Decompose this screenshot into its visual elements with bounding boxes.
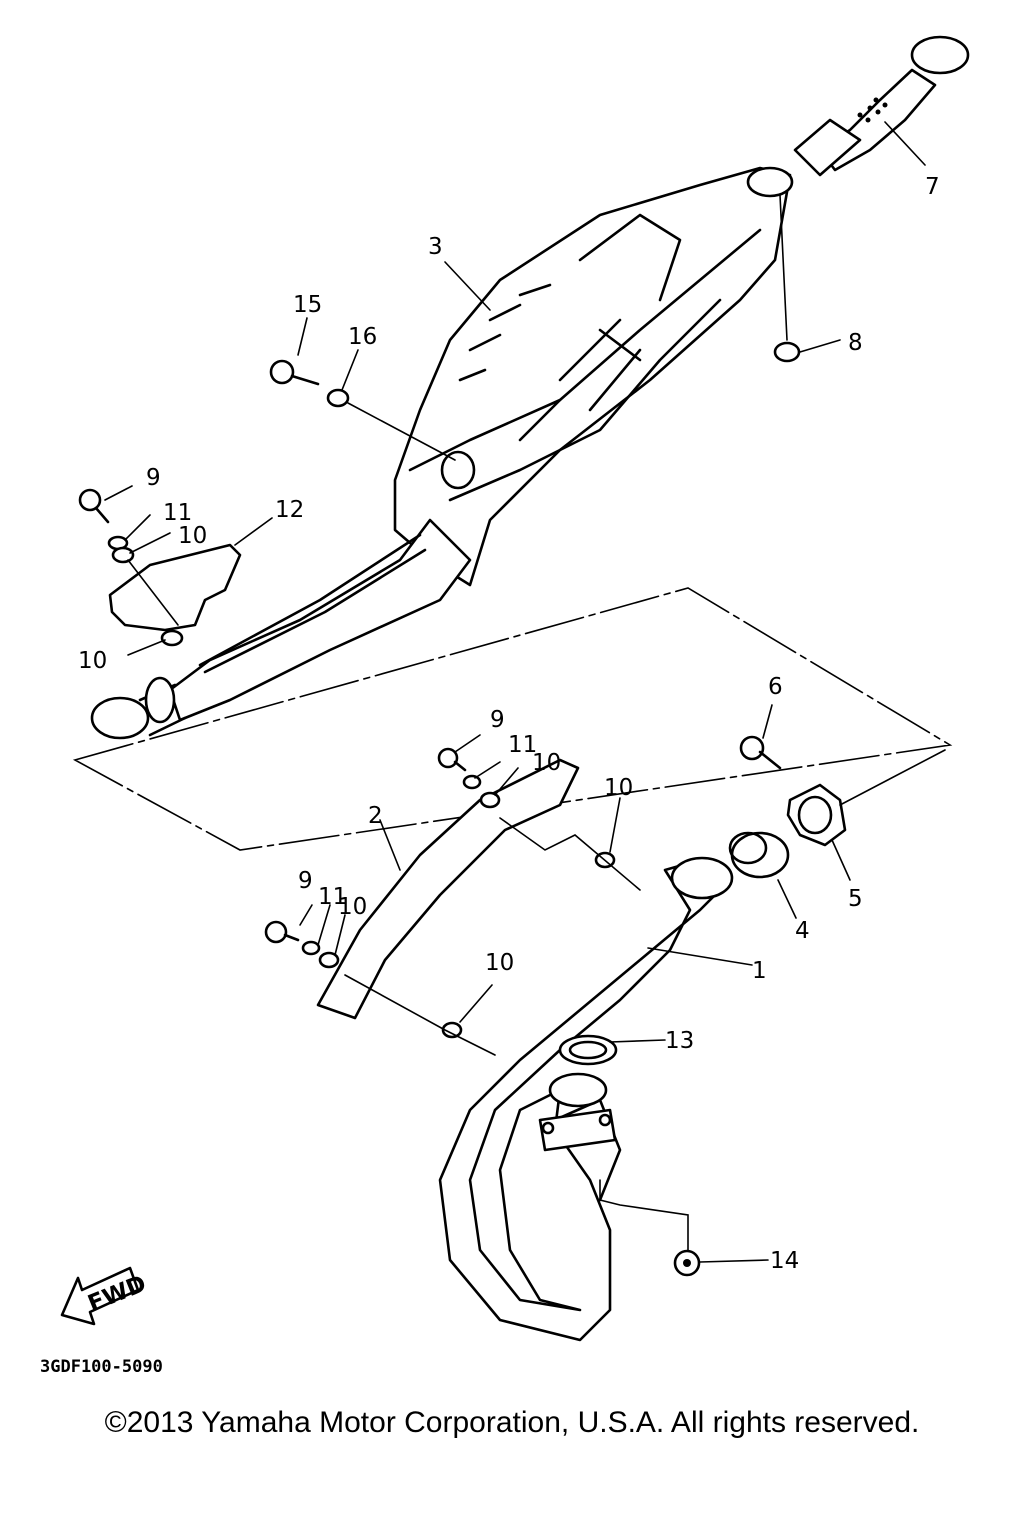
exhaust-header-pipe bbox=[438, 856, 734, 1342]
label-part-11-low: 11 bbox=[318, 884, 347, 910]
label-part-10-right: 10 bbox=[604, 775, 633, 801]
gasket-13 bbox=[558, 1034, 618, 1066]
label-part-1: 1 bbox=[752, 958, 767, 984]
gasket-4 bbox=[728, 831, 790, 879]
label-part-9-top: 9 bbox=[146, 465, 161, 491]
spark-arrester bbox=[793, 35, 970, 177]
label-part-10-top: 10 bbox=[178, 523, 207, 549]
label-part-2: 2 bbox=[368, 803, 383, 829]
assembly-plane-outline bbox=[72, 587, 953, 851]
hardware-fasteners bbox=[78, 341, 801, 1277]
part-labels: 1 2 3 4 5 6 7 8 9 11 10 12 10 15 16 9 11… bbox=[78, 174, 940, 1274]
heat-protector-12 bbox=[108, 543, 242, 632]
muffler-body bbox=[393, 166, 794, 587]
label-part-3: 3 bbox=[428, 234, 443, 260]
fwd-arrow-icon: FWD bbox=[60, 1266, 150, 1326]
label-part-10-low: 10 bbox=[338, 894, 367, 920]
label-part-9-mid: 9 bbox=[490, 707, 505, 733]
label-part-4: 4 bbox=[795, 918, 810, 944]
label-part-10-left: 10 bbox=[78, 648, 107, 674]
label-part-10-bottom: 10 bbox=[485, 950, 514, 976]
label-part-5: 5 bbox=[848, 886, 863, 912]
label-part-15: 15 bbox=[293, 292, 322, 318]
label-part-8: 8 bbox=[848, 330, 863, 356]
label-part-14: 14 bbox=[770, 1248, 799, 1274]
leader-lines bbox=[104, 121, 946, 1263]
label-part-16: 16 bbox=[348, 324, 377, 350]
muffler-front-pipe bbox=[90, 518, 472, 740]
label-part-10-mid: 10 bbox=[532, 750, 561, 776]
diagram-code: 3GDF100-5090 bbox=[40, 1357, 163, 1377]
clamp-5 bbox=[786, 783, 847, 847]
label-part-7: 7 bbox=[925, 174, 940, 200]
label-part-11-mid: 11 bbox=[508, 732, 537, 758]
label-part-13: 13 bbox=[665, 1028, 694, 1054]
copyright-notice: ©2013 Yamaha Motor Corporation, U.S.A. A… bbox=[104, 1406, 920, 1439]
label-part-12: 12 bbox=[275, 497, 304, 523]
label-part-9-low: 9 bbox=[298, 868, 313, 894]
heat-protector-2 bbox=[316, 758, 580, 1020]
label-part-11-top: 11 bbox=[163, 500, 192, 526]
label-part-6: 6 bbox=[768, 674, 783, 700]
